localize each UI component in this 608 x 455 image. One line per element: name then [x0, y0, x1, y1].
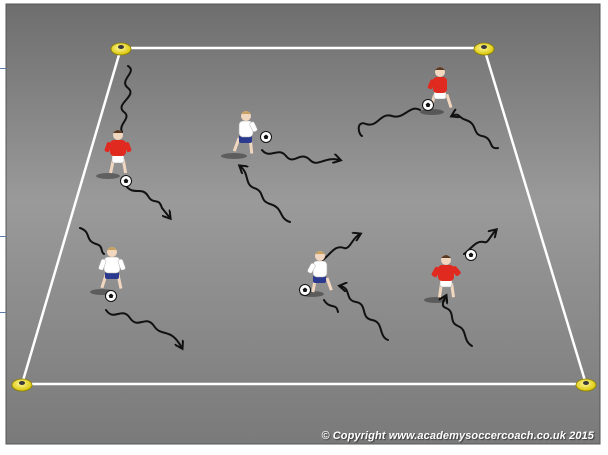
soccer-ball-icon	[466, 250, 477, 261]
soccer-ball-icon	[106, 291, 117, 302]
edge-mark	[0, 68, 6, 69]
edge-mark	[0, 312, 6, 313]
pitch-surface	[6, 4, 600, 444]
cone-bottom-left	[12, 379, 32, 391]
copyright-text: © Copyright www.academysoccercoach.co.uk…	[321, 430, 594, 442]
edge-mark	[0, 236, 6, 237]
soccer-ball-icon	[423, 100, 434, 111]
soccer-ball-icon	[121, 176, 132, 187]
cone-bottom-right	[576, 379, 596, 391]
soccer-ball-icon	[300, 285, 311, 296]
cone-top-right	[474, 43, 494, 55]
soccer-ball-icon	[261, 132, 272, 143]
cone-top-left	[111, 43, 131, 55]
